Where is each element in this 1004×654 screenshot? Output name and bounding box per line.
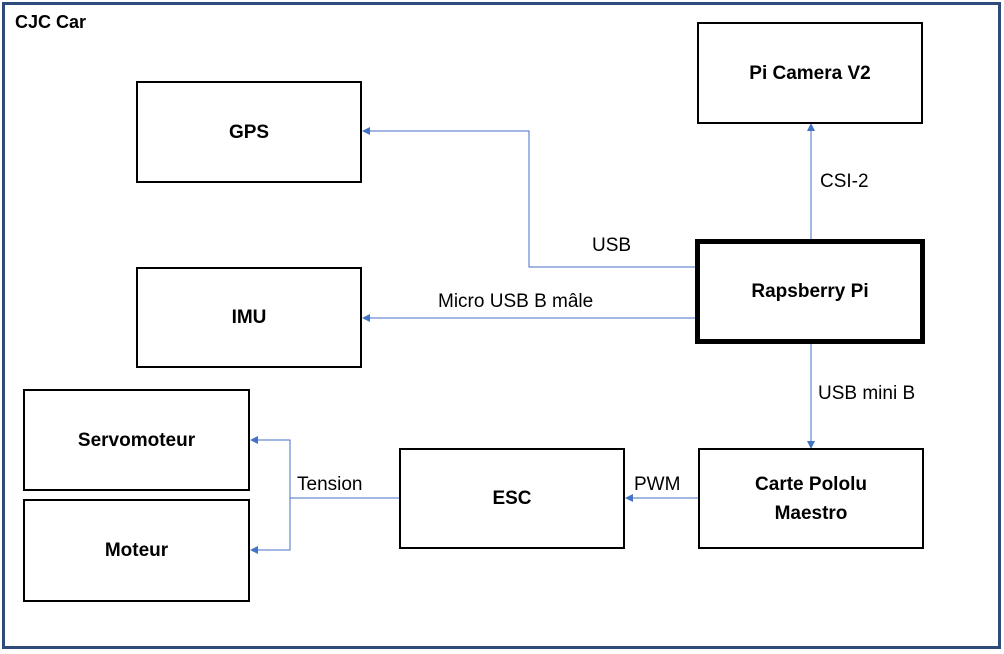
esc-label: ESC: [492, 488, 532, 509]
moteur-label: Moteur: [104, 540, 169, 561]
gps-box: GPS: [136, 81, 362, 183]
raspberry-pi-box: Rapsberry Pi: [695, 239, 925, 344]
connector-usb-gps: [362, 127, 697, 268]
pi-camera-box: Pi Camera V2: [697, 22, 923, 124]
pololu-label-line2: Maestro: [774, 502, 848, 524]
esc-box: ESC: [399, 448, 625, 549]
raspberry-pi-label: Rapsberry Pi: [751, 281, 869, 302]
servomoteur-label: Servomoteur: [77, 429, 196, 451]
edge-label-pwm: PWM: [634, 474, 681, 495]
pi-camera-label: Pi Camera V2: [749, 62, 871, 84]
edge-label-tension: Tension: [297, 474, 363, 495]
pololu-box: Carte Pololu Maestro: [698, 448, 924, 549]
servomoteur-box: Servomoteur: [23, 389, 250, 491]
imu-label: IMU: [231, 307, 267, 328]
edge-label-csi: CSI-2: [820, 171, 869, 192]
edge-label-usb: USB: [592, 235, 632, 256]
diagram-title: CJC Car: [15, 12, 87, 32]
imu-box: IMU: [136, 267, 362, 368]
connector-tension-moteur: [250, 498, 291, 554]
edge-label-usb-mini: USB mini B: [818, 383, 916, 404]
gps-label: GPS: [228, 121, 270, 143]
edge-label-micro-usb: Micro USB B mâle: [438, 291, 594, 312]
pololu-label-line1: Carte Pololu: [755, 473, 867, 495]
connector-tension-servo: [250, 436, 291, 498]
moteur-box: Moteur: [23, 499, 250, 602]
